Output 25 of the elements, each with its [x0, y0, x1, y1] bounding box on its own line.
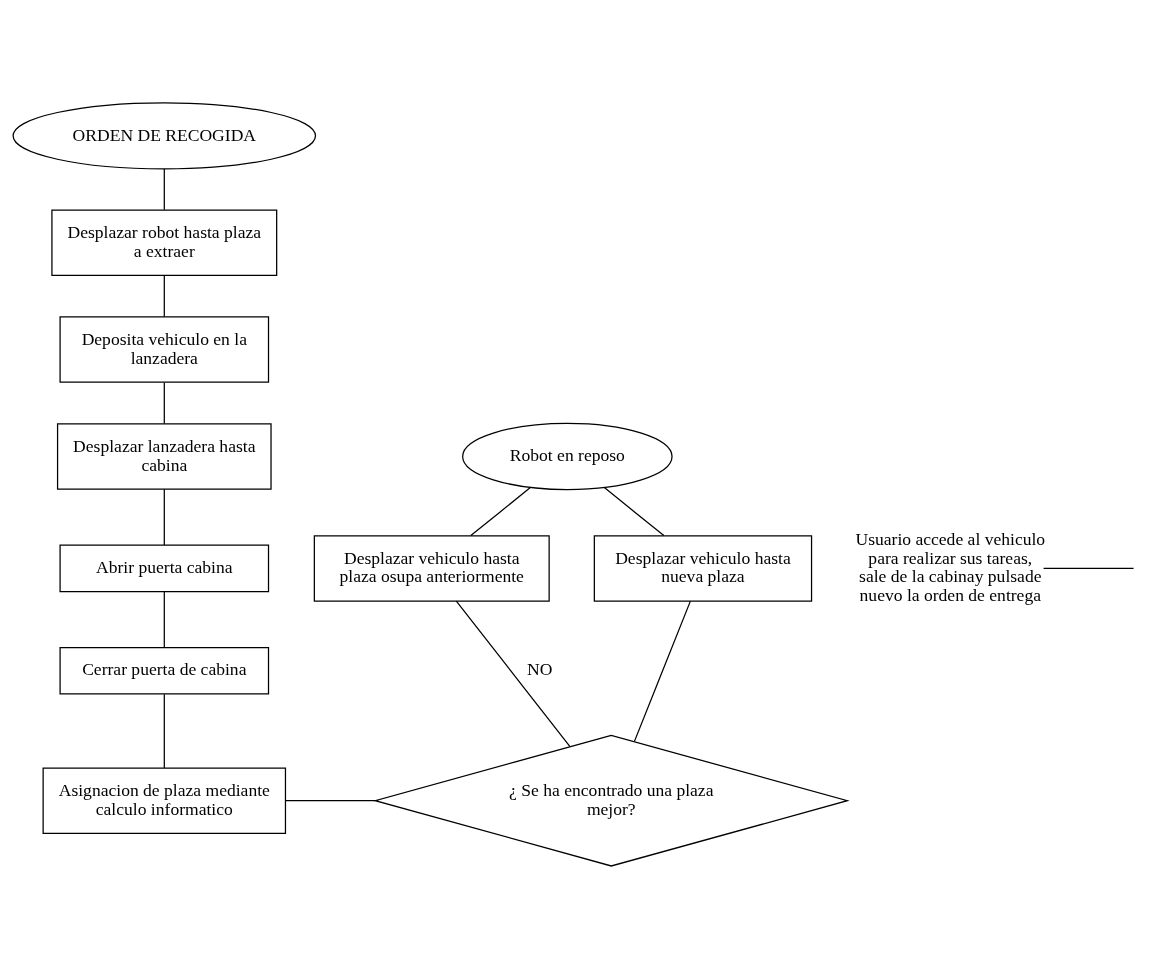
node-box: Desplazar vehiculo hasta plaza osupa anteriormente: [313, 535, 550, 602]
connector: [163, 488, 165, 546]
node-diamond: ¿ Se ha encontrado una plaza mejor?: [372, 734, 850, 867]
node-box: Deposita vehiculo en la lanzadera: [59, 316, 270, 383]
connector: [603, 486, 665, 537]
connector: [1042, 567, 1135, 570]
connector: [163, 382, 165, 425]
node-box: Cerrar puerta de cabina: [59, 646, 270, 695]
node-ellipse: ORDEN DE RECOGIDA: [12, 102, 317, 170]
node-ellipse: Robot en reposo: [462, 422, 673, 491]
connector: [285, 800, 376, 802]
connector: [633, 600, 691, 742]
connector: [470, 486, 532, 537]
node-text: Usuario accede al vehiculo para realizar sus tareas, sale de la cabinay pulsade nuevo la orden de entrega: [855, 528, 1046, 606]
node-box: Desplazar lanzadera hasta cabina: [56, 423, 272, 490]
connector: [163, 693, 165, 769]
connector: [163, 275, 165, 318]
connector: [163, 591, 165, 648]
node-box: Desplazar vehiculo hasta nueva plaza: [593, 535, 813, 602]
edge-label: NO: [527, 659, 553, 680]
node-box: Abrir puerta cabina: [59, 544, 270, 593]
connector: [455, 600, 571, 747]
node-box: Asignacion de plaza mediante calculo informatico: [42, 767, 287, 834]
connector: [163, 168, 165, 211]
node-box: Desplazar robot hasta plaza a extraer: [51, 209, 278, 277]
